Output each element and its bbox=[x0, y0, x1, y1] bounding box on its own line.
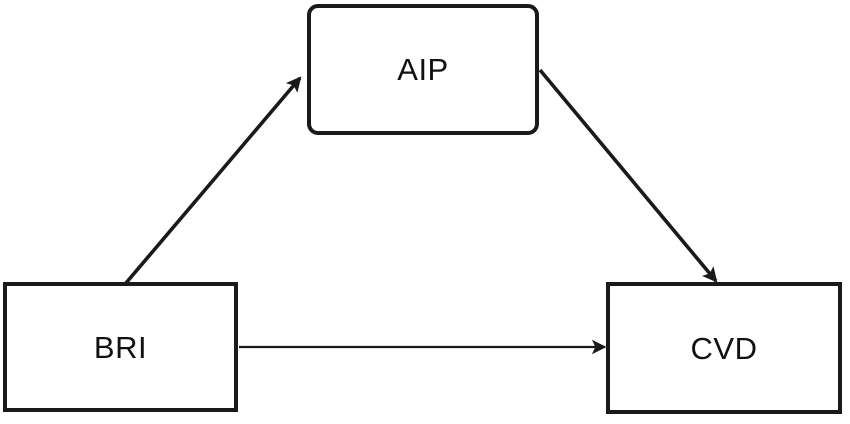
edge-aip-to-cvd bbox=[538, 68, 718, 283]
node-cvd: CVD bbox=[606, 282, 842, 414]
node-bri: BRI bbox=[3, 282, 238, 412]
node-aip-label: AIP bbox=[397, 52, 449, 87]
node-cvd-label: CVD bbox=[690, 330, 758, 366]
edge-bri-to-aip bbox=[124, 76, 302, 285]
node-aip: AIP bbox=[307, 4, 539, 135]
node-bri-label: BRI bbox=[93, 329, 148, 365]
